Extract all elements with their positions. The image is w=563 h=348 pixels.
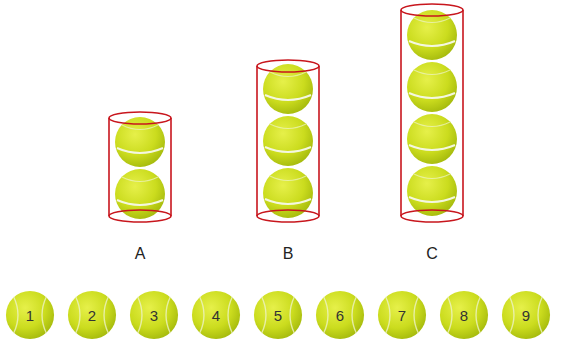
numbered-ball: 3 [129,290,179,340]
ball-number-holder: 6 [315,290,365,340]
ball-number: 9 [522,307,530,324]
tube-outline [401,4,463,222]
ball-number-holder: 4 [191,290,241,340]
tennis-ball [407,10,457,60]
ball-number: 2 [88,307,96,324]
ball-number-holder: 5 [253,290,303,340]
ball-number-holder: 9 [501,290,551,340]
tennis-ball [263,116,313,166]
ball-number-holder: 2 [67,290,117,340]
numbered-ball: 7 [377,290,427,340]
numbered-ball: 8 [439,290,489,340]
tennis-ball [407,114,457,164]
tube-label: A [135,244,146,264]
ball-number: 3 [150,307,158,324]
tube-outline [257,60,319,222]
tube-label: B [283,244,294,264]
ball-number: 6 [336,307,344,324]
ball-number: 8 [460,307,468,324]
ball-number-holder: 1 [5,290,55,340]
numbered-ball: 5 [253,290,303,340]
tube-label: C [426,244,438,264]
ball-tube: A [106,108,174,264]
ball-number: 1 [26,307,34,324]
ball-number-holder: 7 [377,290,427,340]
tennis-ball [407,166,457,216]
ball-tube: B [254,56,322,264]
ball-number: 4 [212,307,220,324]
ball-number-holder: 3 [129,290,179,340]
ball-number: 5 [274,307,282,324]
numbered-ball: 2 [67,290,117,340]
numbered-ball: 1 [5,290,55,340]
numbered-ball: 9 [501,290,551,340]
ball-number-holder: 8 [439,290,489,340]
tube-outline [109,112,171,222]
tennis-ball [407,62,457,112]
ball-tube: C [398,2,466,264]
numbered-ball: 6 [315,290,365,340]
numbered-ball: 4 [191,290,241,340]
ball-number: 7 [398,307,406,324]
